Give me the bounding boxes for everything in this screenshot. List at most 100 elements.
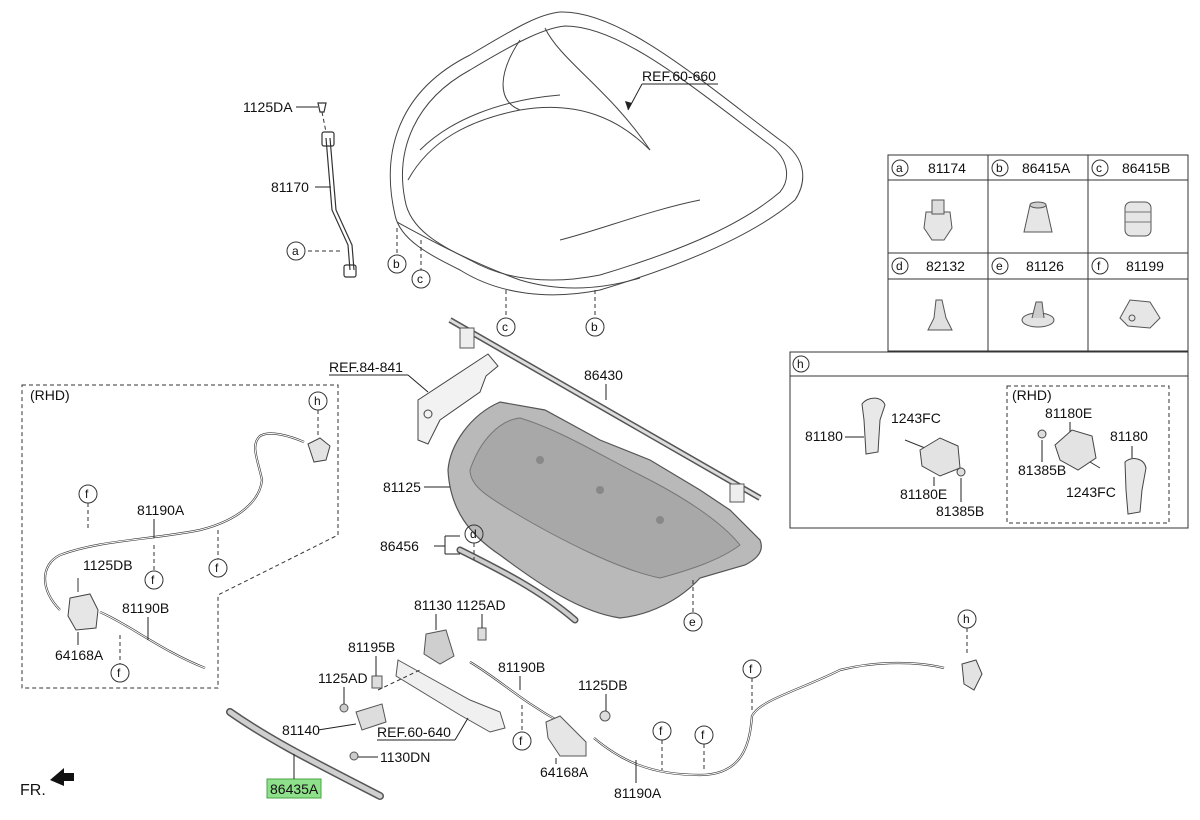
callout-f-center-3: f (694, 725, 714, 772)
clip-82132-icon (927, 299, 953, 331)
table-letter-e: e (996, 259, 1003, 273)
callout-c-hood-center: c (496, 290, 516, 337)
callout-h-rhd: h (308, 391, 328, 436)
label-86435A: 86435A (270, 781, 319, 797)
callout-f-center-2: f (652, 721, 672, 770)
svg-text:h: h (314, 394, 321, 408)
svg-text:e: e (689, 615, 696, 629)
svg-text:f: f (151, 573, 155, 587)
ref-bracket-label: REF.84-841 (329, 359, 403, 375)
label-81190A-center: 81190A (614, 785, 662, 801)
label-81130: 81130 (414, 597, 452, 613)
bumper-86415A-icon (1023, 201, 1053, 233)
callout-f-rhd-1: f (78, 484, 98, 530)
callout-h-center: h (957, 609, 977, 656)
table-letter-c: c (1096, 161, 1102, 175)
rhd-label-64168A: 64168A (55, 647, 104, 663)
bracket-81199-icon (1119, 299, 1161, 329)
front-arrow-icon (50, 768, 74, 786)
table-letter-d: d (896, 259, 903, 273)
label-1125AD-a: 1125AD (456, 597, 506, 613)
svg-text:f: f (519, 734, 523, 748)
h-label-81180: 81180 (805, 428, 843, 444)
svg-text:h: h (963, 612, 970, 626)
callout-a-stay: a (286, 241, 306, 261)
table-part-82132: 82132 (926, 258, 965, 274)
ref-lower-label: REF.60-640 (377, 724, 451, 740)
label-64168A-center: 64168A (540, 764, 589, 780)
h-label-81180E: 81180E (900, 486, 947, 502)
svg-text:f: f (215, 561, 219, 575)
table-letter-a: a (896, 161, 903, 175)
table-part-81174: 81174 (928, 160, 966, 176)
front-direction-indicator: FR. (20, 768, 74, 799)
hood-panel (389, 11, 804, 296)
label-86456: 86456 (380, 538, 419, 554)
h-box-rhd-title: (RHD) (1012, 387, 1052, 403)
label-81170: 81170 (271, 179, 309, 195)
latch-detail-box: h (RHD) 81180 1243FC 81180E 81385B 81180… (789, 351, 1189, 529)
callout-c-hood-left: c (411, 240, 431, 289)
label-86430: 86430 (584, 367, 623, 383)
h-rhd-label-81385B: 81385B (1018, 462, 1066, 478)
callout-b-hood-right: b (585, 290, 605, 337)
h-rhd-label-81180E: 81180E (1045, 405, 1092, 421)
latch-support-assembly (339, 627, 506, 761)
front-seal-86435A (226, 708, 384, 800)
hood-bracket (417, 353, 499, 445)
rhd-label-81190A: 81190A (137, 502, 185, 518)
svg-text:f: f (85, 487, 89, 501)
callout-d-weatherstrip: d (464, 524, 484, 560)
svg-text:a: a (292, 244, 299, 258)
callout-e-insulator: e (683, 580, 703, 632)
hood-seal-strip (448, 317, 762, 503)
h-label-1243FC: 1243FC (891, 410, 941, 426)
hood-stay-rod (317, 102, 357, 278)
svg-text:c: c (502, 320, 508, 334)
rhd-cable-box: (RHD) 81190A 1125DB 81190B 64168A h f f (21, 384, 339, 689)
rhd-label-1125DB: 1125DB (83, 557, 133, 573)
svg-text:f: f (749, 662, 753, 676)
label-1125DA: 1125DA (243, 99, 293, 115)
front-label: FR. (20, 782, 46, 799)
svg-text:f: f (701, 728, 705, 742)
svg-text:d: d (470, 527, 477, 541)
table-letter-b: b (996, 161, 1003, 175)
ref-hood-label: REF.60-660 (642, 68, 716, 84)
release-handle-bracket (545, 710, 611, 757)
table-part-86415B: 86415B (1122, 160, 1170, 176)
h-rhd-label-1243FC: 1243FC (1066, 484, 1116, 500)
table-part-81126: 81126 (1026, 258, 1064, 274)
callout-f-center-4: f (742, 659, 762, 710)
rhd-box-title: (RHD) (30, 387, 70, 403)
svg-text:f: f (659, 724, 663, 738)
label-1130DN: 1130DN (380, 749, 430, 765)
clip-81126-icon (1021, 301, 1055, 328)
label-81190B-center: 81190B (498, 659, 545, 675)
label-81125: 81125 (383, 479, 421, 495)
h-label-81385B: 81385B (936, 503, 984, 519)
svg-text:c: c (417, 272, 423, 286)
callout-f-rhd-2: f (144, 545, 164, 590)
table-part-86415A: 86415A (1022, 160, 1071, 176)
callout-f-rhd-3: f (208, 530, 228, 578)
h-rhd-label-81180: 81180 (1110, 428, 1148, 444)
callout-f-center-1: f (512, 705, 532, 751)
callout-f-rhd-4: f (110, 635, 130, 683)
parts-legend-table: a 81174 b 86415A c 86415B d 82132 e 8112… (887, 154, 1189, 352)
label-81195B: 81195B (348, 639, 395, 655)
clip-81174-icon (923, 199, 953, 241)
h-box-letter: h (797, 357, 804, 371)
label-1125AD-b: 1125AD (318, 670, 368, 686)
hood-insulator-pad (447, 401, 762, 619)
label-81140: 81140 (282, 722, 320, 738)
callout-b-hood-left: b (387, 228, 407, 274)
weatherstrip-86456 (456, 546, 579, 624)
svg-text:f: f (117, 666, 121, 680)
table-part-81199: 81199 (1126, 258, 1164, 274)
svg-text:b: b (591, 320, 598, 334)
table-letter-f: f (1097, 259, 1101, 273)
rhd-label-81190B: 81190B (122, 600, 169, 616)
label-1125DB-center: 1125DB (578, 677, 628, 693)
